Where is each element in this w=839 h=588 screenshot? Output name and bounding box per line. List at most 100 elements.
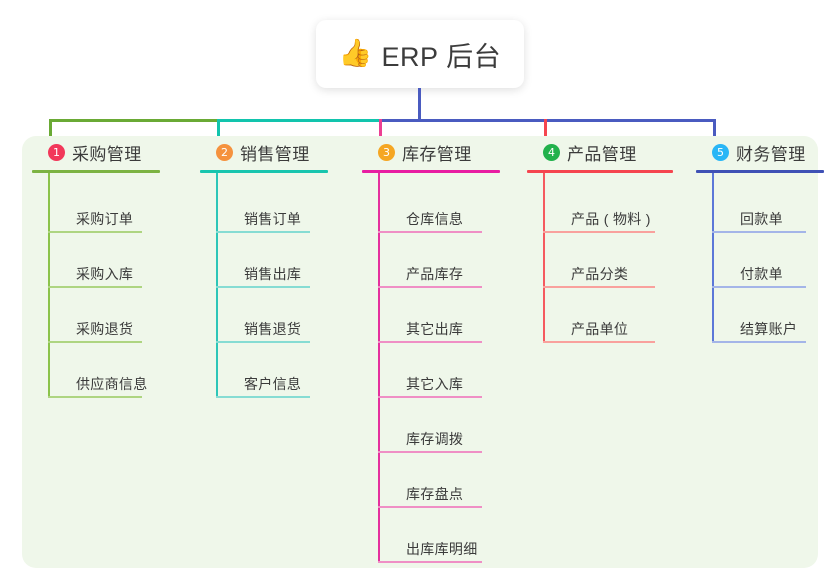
leaf-item-rule xyxy=(48,396,142,398)
column-badge-5: 5 xyxy=(712,143,729,161)
leaf-item[interactable]: 产品库存 xyxy=(378,233,512,288)
leaf-item-label: 客户信息 xyxy=(244,376,302,392)
column-badge-4: 4 xyxy=(543,143,560,161)
leaf-item[interactable]: 回款单 xyxy=(712,173,826,233)
column-1: 1 采购管理采购订单采购入库采购退货供应商信息 xyxy=(32,140,182,398)
connector-stub-4 xyxy=(544,119,547,140)
connector-segment-1 xyxy=(49,119,220,122)
connector-segment-4 xyxy=(544,119,716,122)
column-rule-1 xyxy=(32,170,160,173)
leaf-item[interactable]: 产品 ( 物料 ) xyxy=(543,173,687,233)
tree-panel xyxy=(22,136,818,568)
column-items-4: 产品 ( 物料 ) 产品分类产品单位 xyxy=(543,173,687,343)
leaf-item[interactable]: 销售出库 xyxy=(216,233,350,288)
leaf-item-rule xyxy=(216,231,310,233)
column-5: 5 财务管理回款单付款单结算账户 xyxy=(696,140,826,343)
leaf-item-label: 采购退货 xyxy=(76,321,134,337)
leaf-item-label: 结算账户 xyxy=(740,321,798,337)
leaf-item[interactable]: 库存盘点 xyxy=(378,453,512,508)
leaf-item[interactable]: 客户信息 xyxy=(216,343,350,398)
leaf-item-rule xyxy=(216,341,310,343)
leaf-item[interactable]: 库存调拨 xyxy=(378,398,512,453)
leaf-item[interactable]: 仓库信息 xyxy=(378,173,512,233)
column-header-3[interactable]: 3 库存管理 xyxy=(362,140,512,164)
leaf-item-label: 产品 ( 物料 ) xyxy=(571,211,651,227)
leaf-item-rule xyxy=(543,231,655,233)
leaf-item-rule xyxy=(378,341,482,343)
connector-segment-3 xyxy=(379,119,547,122)
leaf-item-rule xyxy=(378,561,482,563)
leaf-item-rule xyxy=(712,231,806,233)
leaf-item-rule xyxy=(378,396,482,398)
connector-segment-2 xyxy=(217,119,382,122)
leaf-item-label: 采购订单 xyxy=(76,211,134,227)
column-title-4: 产品管理 xyxy=(567,144,637,164)
leaf-item[interactable]: 采购入库 xyxy=(48,233,182,288)
leaf-item-rule xyxy=(378,231,482,233)
column-badge-2: 2 xyxy=(216,143,233,161)
leaf-item-label: 销售订单 xyxy=(244,211,302,227)
leaf-item-rule xyxy=(543,341,655,343)
leaf-item-rule xyxy=(48,341,142,343)
leaf-item-label: 其它出库 xyxy=(406,321,464,337)
leaf-item-label: 其它入库 xyxy=(406,376,464,392)
column-title-1: 采购管理 xyxy=(72,144,142,164)
column-3: 3 库存管理仓库信息产品库存其它出库其它入库库存调拨库存盘点出库库明细 xyxy=(362,140,512,563)
connector-stub-1 xyxy=(49,119,52,140)
leaf-item-label: 回款单 xyxy=(740,211,783,227)
leaf-item-label: 产品库存 xyxy=(406,266,464,282)
leaf-item[interactable]: 付款单 xyxy=(712,233,826,288)
leaf-item[interactable]: 采购订单 xyxy=(48,173,182,233)
column-header-5[interactable]: 5 财务管理 xyxy=(696,140,826,164)
leaf-item[interactable]: 销售退货 xyxy=(216,288,350,343)
leaf-item-label: 销售出库 xyxy=(244,266,302,282)
leaf-item-rule xyxy=(216,286,310,288)
leaf-item-label: 采购入库 xyxy=(76,266,134,282)
connector-stub-5 xyxy=(713,119,716,140)
connector-stub-2 xyxy=(217,119,220,140)
connector-stub-3 xyxy=(379,119,382,140)
column-items-1: 采购订单采购入库采购退货供应商信息 xyxy=(48,173,182,398)
column-rule-4 xyxy=(527,170,673,173)
leaf-item-label: 库存盘点 xyxy=(406,486,464,502)
leaf-item[interactable]: 采购退货 xyxy=(48,288,182,343)
column-title-5: 财务管理 xyxy=(736,144,806,164)
column-2: 2 销售管理销售订单销售出库销售退货客户信息 xyxy=(200,140,350,398)
leaf-item[interactable]: 其它入库 xyxy=(378,343,512,398)
leaf-item[interactable]: 其它出库 xyxy=(378,288,512,343)
column-badge-1: 1 xyxy=(48,143,65,161)
column-title-3: 库存管理 xyxy=(402,144,472,164)
column-rule-5 xyxy=(696,170,824,173)
leaf-item[interactable]: 结算账户 xyxy=(712,288,826,343)
leaf-item-rule xyxy=(543,286,655,288)
leaf-item-label: 产品分类 xyxy=(571,266,629,282)
column-header-1[interactable]: 1 采购管理 xyxy=(32,140,182,164)
root-title: ERP 后台 xyxy=(381,41,502,72)
leaf-item[interactable]: 产品单位 xyxy=(543,288,687,343)
leaf-item-label: 付款单 xyxy=(740,266,783,282)
leaf-item-label: 供应商信息 xyxy=(76,376,148,392)
leaf-item-rule xyxy=(378,506,482,508)
column-header-4[interactable]: 4 产品管理 xyxy=(527,140,687,164)
column-items-2: 销售订单销售出库销售退货客户信息 xyxy=(216,173,350,398)
column-rule-2 xyxy=(200,170,328,173)
column-items-3: 仓库信息产品库存其它出库其它入库库存调拨库存盘点出库库明细 xyxy=(378,173,512,563)
leaf-item-label: 销售退货 xyxy=(244,321,302,337)
leaf-item[interactable]: 销售订单 xyxy=(216,173,350,233)
leaf-item[interactable]: 供应商信息 xyxy=(48,343,182,398)
column-title-2: 销售管理 xyxy=(240,144,310,164)
column-header-2[interactable]: 2 销售管理 xyxy=(200,140,350,164)
column-badge-3: 3 xyxy=(378,143,395,161)
thumbs-up-icon: 👍 xyxy=(338,37,373,68)
column-rule-3 xyxy=(362,170,500,173)
leaf-item[interactable]: 产品分类 xyxy=(543,233,687,288)
column-spine-1 xyxy=(48,173,50,398)
trunk-line xyxy=(418,88,421,122)
leaf-item-rule xyxy=(712,286,806,288)
leaf-item-rule xyxy=(378,286,482,288)
leaf-item-label: 库存调拨 xyxy=(406,431,464,447)
root-node[interactable]: 👍 ERP 后台 xyxy=(316,20,524,88)
leaf-item-rule xyxy=(712,341,806,343)
column-spine-2 xyxy=(216,173,218,398)
leaf-item[interactable]: 出库库明细 xyxy=(378,508,512,563)
